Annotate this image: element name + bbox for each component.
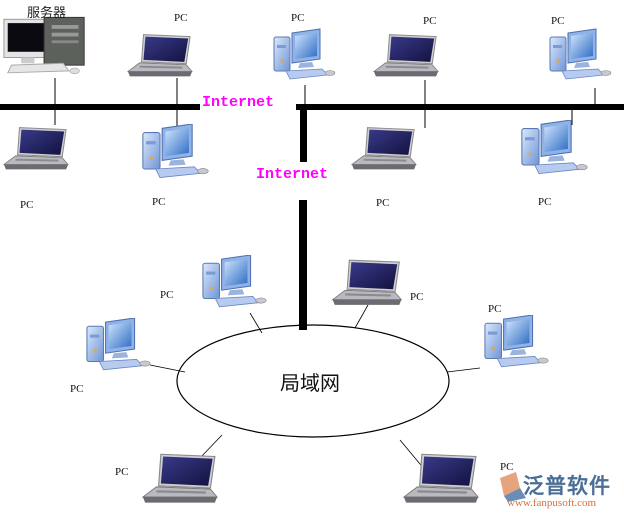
pc-label: PC: [410, 291, 424, 303]
internet-bus-right: [296, 104, 624, 110]
laptop-icon: [372, 33, 440, 78]
drop-lines: [54, 78, 596, 128]
desktop-icon: [142, 124, 209, 179]
lan-label: 局域网: [280, 371, 340, 395]
pc-label: PC: [423, 15, 437, 27]
desktop-icon: [549, 28, 612, 80]
fanpu-logo-icon: [500, 472, 526, 502]
internet-label: Internet: [256, 166, 329, 183]
internet-bus-left: [0, 104, 200, 110]
logo-name: 泛普软件: [523, 474, 611, 498]
logo-url: www.fanpusoft.com: [507, 497, 597, 509]
pc-label: PC: [20, 199, 34, 211]
pc-label: PC: [70, 383, 84, 395]
server-label: 服务器: [27, 6, 67, 21]
pc-label: PC: [488, 303, 502, 315]
pc-label: PC: [115, 466, 129, 478]
laptop-icon: [331, 258, 403, 307]
pc-label: PC: [160, 289, 174, 301]
pc-label: PC: [551, 15, 565, 27]
desktop-icon: [86, 318, 151, 371]
desktop-icon: [484, 315, 549, 368]
desktop-icon: [521, 120, 588, 175]
pc-label: PC: [500, 461, 514, 473]
laptop-icon: [126, 33, 194, 78]
pc-label: PC: [174, 12, 188, 24]
laptop-icon: [402, 452, 480, 504]
laptop-icon: [350, 126, 418, 171]
internet-label: Internet: [202, 94, 275, 111]
pc-label: PC: [538, 196, 552, 208]
fanpu-logo: 泛普软件 www.fanpusoft.com: [503, 470, 623, 515]
backbone-upper: [300, 104, 307, 162]
laptop-icon: [2, 126, 70, 171]
backbone-lower: [299, 200, 307, 330]
desktop-icon: [273, 28, 336, 80]
pc-label: PC: [291, 12, 305, 24]
pc-label: PC: [376, 197, 390, 209]
desktop-icon: [202, 255, 267, 308]
laptop-icon: [141, 452, 219, 504]
pc-label: PC: [152, 196, 166, 208]
lan-ellipse: [176, 324, 450, 438]
server-icon: [3, 16, 85, 75]
